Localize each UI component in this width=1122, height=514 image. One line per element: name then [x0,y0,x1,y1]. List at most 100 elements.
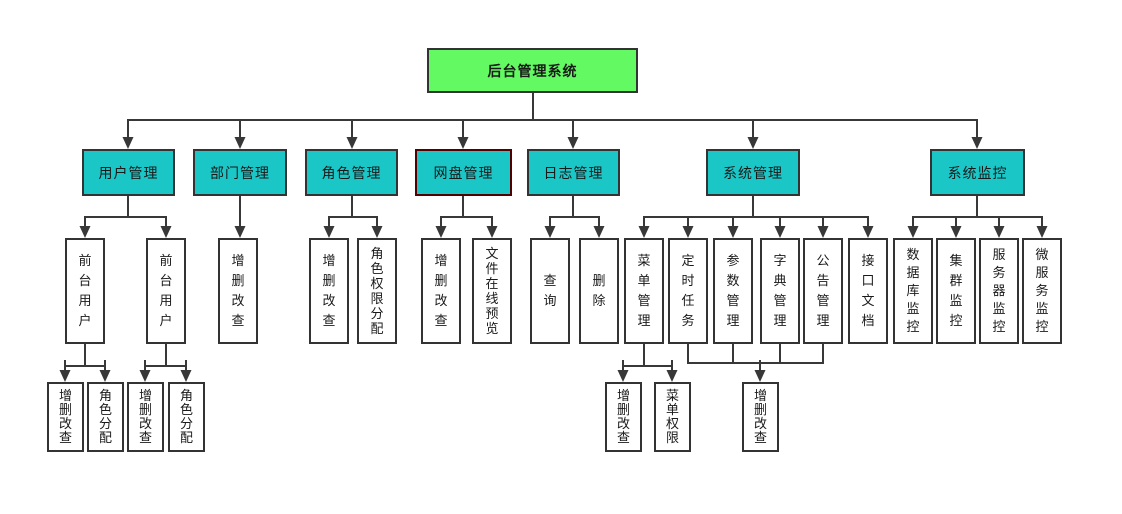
arrowhead-icon [59,370,71,382]
arrowhead-icon [950,226,962,238]
node-shared-crud-label: 增 删 改 查 [753,388,767,445]
node-disk-crud-label: 增 删 改 查 [434,253,448,328]
arrowhead-icon [346,137,358,149]
arrowhead-icon [323,226,335,238]
arrowhead-icon [457,137,469,149]
arrowhead-icon [817,226,829,238]
node-param-mgmt: 参 数 管 理 [713,238,753,344]
arrowhead-icon [774,226,786,238]
arrowhead-icon [747,137,759,149]
node-disk-mgmt: 网盘管理 [415,149,512,196]
node-user2-role-assign: 角 色 分 配 [168,382,205,452]
node-role-crud-label: 增 删 改 查 [322,253,336,328]
arrowhead-icon [638,226,650,238]
node-cron-task-label: 定 时 任 务 [681,253,695,328]
arrowhead-icon [1036,226,1048,238]
arrowhead-icon [234,137,246,149]
node-log-query-label: 查 询 [543,273,557,308]
arrowhead-icon [160,226,172,238]
arrowhead-icon [122,137,134,149]
node-sys-monitor: 系统监控 [930,149,1025,196]
node-user-mgmt: 用户管理 [82,149,175,196]
node-micro-monitor: 微 服 务 监 控 [1022,238,1062,344]
node-cluster-monitor: 集 群 监 控 [936,238,976,344]
node-menu-perm-label: 菜 单 权 限 [665,388,679,445]
node-dept-mgmt: 部门管理 [193,149,287,196]
node-user2-role-assign-label: 角 色 分 配 [179,388,193,445]
arrowhead-icon [371,226,383,238]
node-front-user-1: 前 台 用 户 [65,238,105,344]
node-db-monitor-label: 数 据 库 监 控 [906,247,920,334]
arrowhead-icon [435,226,447,238]
node-server-monitor: 服 务 器 监 控 [979,238,1019,344]
arrowhead-icon [907,226,919,238]
node-role-crud: 增 删 改 查 [309,238,349,344]
node-dept-crud-label: 增 删 改 查 [231,253,245,328]
node-menu-crud-label: 增 删 改 查 [616,388,630,445]
arrowhead-icon [617,370,629,382]
arrowhead-icon [993,226,1005,238]
arrowhead-icon [971,137,983,149]
node-role-mgmt-label: 角色管理 [321,164,382,181]
node-user1-crud: 增 删 改 查 [47,382,84,452]
node-log-delete-label: 删 除 [592,273,606,308]
node-log-mgmt-label: 日志管理 [543,164,604,181]
node-dict-mgmt: 字 典 管 理 [760,238,800,344]
node-log-delete: 删 除 [579,238,619,344]
node-file-preview: 文 件 在 线 预 览 [472,238,512,344]
node-cron-task: 定 时 任 务 [668,238,708,344]
node-role-mgmt: 角色管理 [305,149,398,196]
arrowhead-icon [234,226,246,238]
arrowhead-icon [99,370,111,382]
node-dept-crud: 增 删 改 查 [218,238,258,344]
node-front-user-2: 前 台 用 户 [146,238,186,344]
node-user2-crud-label: 增 删 改 查 [138,388,152,445]
arrowhead-icon [682,226,694,238]
node-sys-mgmt: 系统管理 [706,149,800,196]
node-user1-role-assign: 角 色 分 配 [87,382,124,452]
node-log-mgmt: 日志管理 [527,149,620,196]
node-disk-mgmt-label: 网盘管理 [433,164,494,181]
node-cluster-monitor-label: 集 群 监 控 [949,253,963,328]
node-role-perm-assign: 角 色 权 限 分 配 [357,238,397,344]
arrowhead-icon [593,226,605,238]
node-sys-mgmt-label: 系统管理 [723,164,783,181]
arrowhead-icon [180,370,192,382]
arrowhead-icon [544,226,556,238]
arrowhead-icon [666,370,678,382]
node-root-label: 后台管理系统 [487,62,578,79]
node-user1-crud-label: 增 删 改 查 [58,388,72,445]
node-dict-mgmt-label: 字 典 管 理 [773,253,787,328]
node-root: 后台管理系统 [427,48,638,93]
node-user-mgmt-label: 用户管理 [98,164,159,181]
node-notice-mgmt-label: 公 告 管 理 [816,253,830,328]
arrowhead-icon [486,226,498,238]
node-role-perm-assign-label: 角 色 权 限 分 配 [370,246,384,336]
arrowhead-icon [79,226,91,238]
node-micro-monitor-label: 微 服 务 监 控 [1035,247,1049,334]
arrowhead-icon [862,226,874,238]
arrowhead-icon [139,370,151,382]
node-menu-mgmt-label: 菜 单 管 理 [637,253,651,328]
node-server-monitor-label: 服 务 器 监 控 [992,247,1006,334]
node-front-user-2-label: 前 台 用 户 [159,253,173,328]
node-sys-monitor-label: 系统监控 [947,164,1008,181]
node-user1-role-assign-label: 角 色 分 配 [98,388,112,445]
node-menu-crud: 增 删 改 查 [605,382,642,452]
arrowhead-icon [754,370,766,382]
node-notice-mgmt: 公 告 管 理 [803,238,843,344]
arrowhead-icon [727,226,739,238]
node-menu-perm: 菜 单 权 限 [654,382,691,452]
arrowhead-icon [567,137,579,149]
node-user2-crud: 增 删 改 查 [127,382,164,452]
node-menu-mgmt: 菜 单 管 理 [624,238,664,344]
node-api-doc: 接 口 文 档 [848,238,888,344]
node-log-query: 查 询 [530,238,570,344]
node-disk-crud: 增 删 改 查 [421,238,461,344]
node-param-mgmt-label: 参 数 管 理 [726,253,740,328]
node-shared-crud: 增 删 改 查 [742,382,779,452]
node-file-preview-label: 文 件 在 线 预 览 [485,246,499,336]
node-api-doc-label: 接 口 文 档 [861,253,875,328]
node-dept-mgmt-label: 部门管理 [210,164,270,181]
